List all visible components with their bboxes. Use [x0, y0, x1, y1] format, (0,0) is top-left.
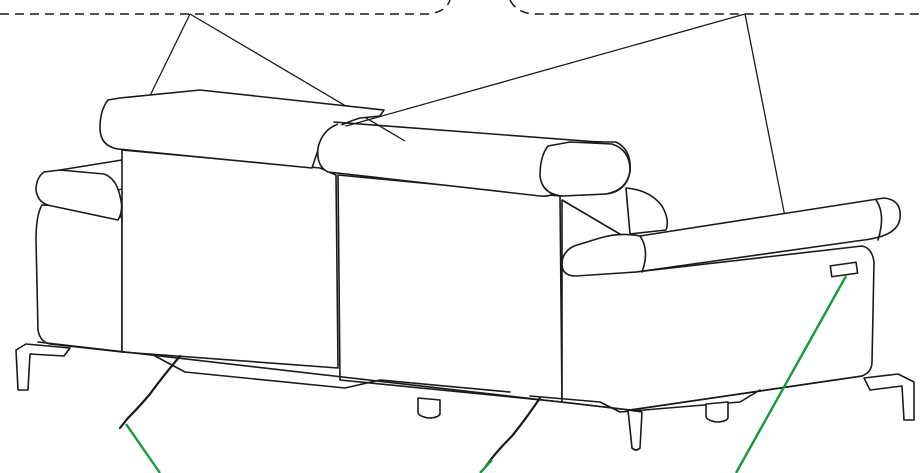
right-arm	[561, 187, 901, 411]
armrest-callout-bracket	[509, 0, 923, 15]
leader-headrest-left	[142, 13, 191, 111]
foot-center-left	[417, 397, 441, 419]
base-right-skirt	[529, 389, 761, 413]
sofa-feet	[15, 343, 915, 451]
foot-right-outer	[863, 373, 915, 421]
right-arm-back-bulge	[625, 187, 669, 235]
leader-usb-port	[734, 275, 848, 473]
foot-left-outer	[15, 343, 71, 391]
left-power-cable	[126, 354, 182, 420]
left-back-panel	[121, 149, 339, 369]
left-arm	[35, 159, 123, 353]
right-arm-top-cushion	[561, 197, 901, 277]
foot-center-right	[705, 401, 729, 423]
right-arm-body	[561, 199, 875, 411]
usb-port-icon	[829, 261, 859, 278]
headrest-callout-bracket	[0, 0, 451, 15]
base-left-skirt	[154, 355, 511, 393]
leader-left-power-cable	[125, 423, 161, 473]
right-power-cable	[490, 396, 542, 460]
foot-right-front	[627, 409, 643, 451]
left-cable-plug	[118, 416, 130, 430]
left-seat-back	[99, 89, 385, 369]
leader-right-power-cable	[479, 459, 493, 473]
green-leaders	[125, 275, 848, 473]
left-arm-top-cushion	[35, 169, 123, 221]
right-headrest-end	[539, 141, 631, 197]
left-headrest	[99, 89, 385, 169]
right-back-panel	[337, 174, 563, 403]
left-arm-body	[35, 204, 123, 353]
leader-armrest-right	[744, 13, 789, 233]
